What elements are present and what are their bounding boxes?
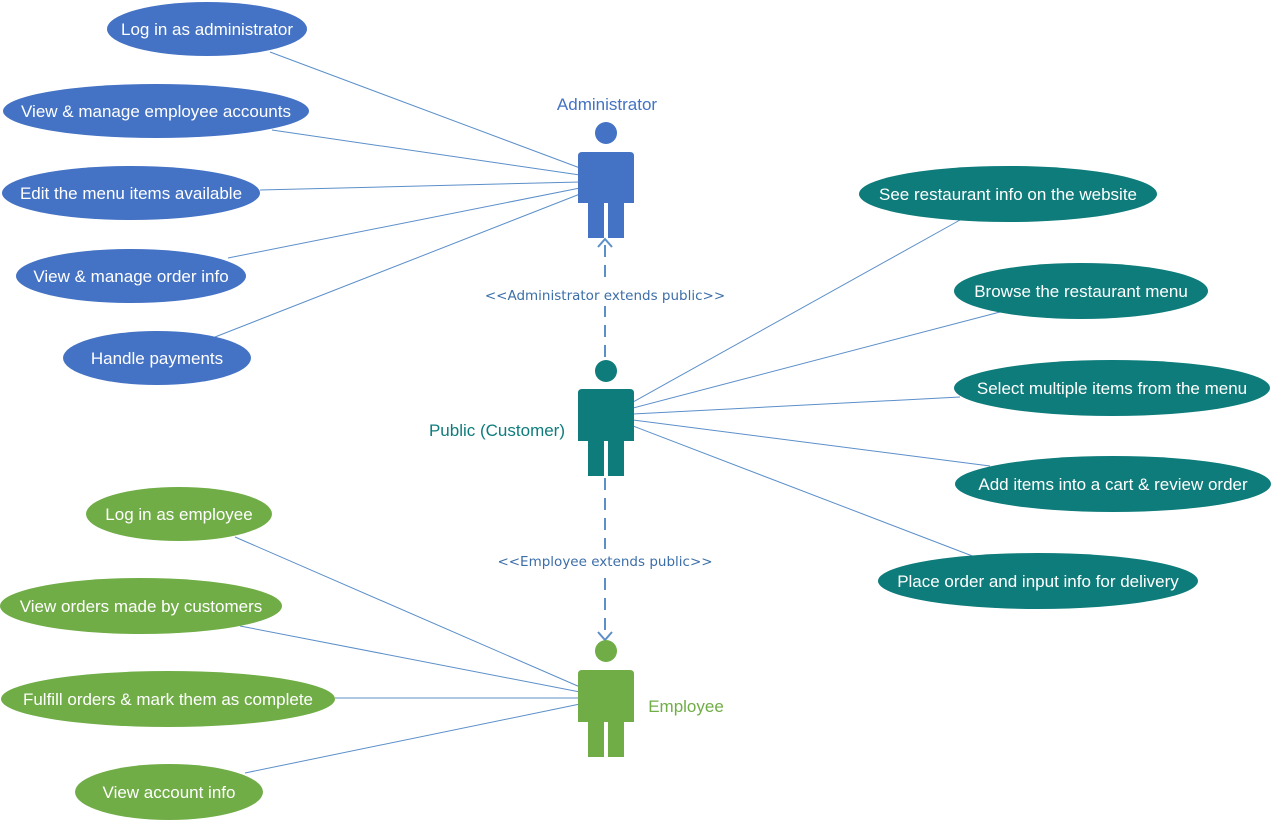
admin-extends-arrowhead [597, 237, 613, 248]
use-case-ellipse[interactable]: Browse the restaurant menu [954, 263, 1208, 319]
use-case-ellipse[interactable]: Log in as administrator [107, 2, 307, 56]
use-case-label: Add items into a cart & review order [978, 475, 1248, 494]
use-case-ellipse[interactable]: View account info [75, 764, 263, 820]
use-case-label: Handle payments [91, 349, 223, 368]
public-label: Public (Customer) [429, 421, 565, 440]
use-case-ellipse[interactable]: Fulfill orders & mark them as complete [1, 671, 335, 727]
use-case-ellipse[interactable]: Log in as employee [86, 487, 272, 541]
employee-use-cases: Log in as employee View orders made by c… [0, 487, 335, 820]
association-line [271, 129, 581, 176]
use-case-label: View & manage order info [33, 267, 228, 286]
association-line [244, 703, 581, 774]
use-case-ellipse[interactable]: Add items into a cart & review order [955, 456, 1271, 512]
employee-label: Employee [648, 697, 724, 716]
association-line [632, 219, 961, 403]
use-case-label: Edit the menu items available [20, 184, 242, 203]
association-line [259, 181, 581, 191]
admin-extends-label: <<Administrator extends public>> [485, 288, 725, 304]
use-case-ellipse[interactable]: Edit the menu items available [2, 166, 260, 220]
use-case-ellipse[interactable]: Handle payments [63, 331, 251, 385]
public-person-icon [578, 360, 634, 476]
use-case-label: Browse the restaurant menu [974, 282, 1188, 301]
association-line [632, 396, 961, 415]
association-line [214, 193, 581, 338]
use-case-ellipse[interactable]: View orders made by customers [0, 578, 282, 634]
association-line [632, 425, 976, 558]
use-case-ellipse[interactable]: See restaurant info on the website [859, 166, 1157, 222]
association-line [234, 536, 581, 688]
use-case-label: Log in as administrator [121, 20, 293, 39]
association-line [239, 625, 581, 693]
administrator-person-icon [578, 122, 634, 238]
use-case-ellipse[interactable]: View & manage employee accounts [3, 84, 309, 138]
employee-extends-arrowhead [597, 631, 613, 642]
employee-actor: Employee [578, 640, 724, 757]
use-case-label: See restaurant info on the website [879, 185, 1137, 204]
association-lines [214, 51, 1001, 774]
association-line [632, 419, 991, 467]
use-case-label: View account info [103, 783, 236, 802]
employee-person-icon [578, 640, 634, 757]
use-case-label: Place order and input info for delivery [897, 572, 1179, 591]
administrator-label: Administrator [557, 95, 657, 114]
extends-relations [597, 237, 613, 642]
association-line [227, 187, 581, 259]
use-case-label: Fulfill orders & mark them as complete [23, 690, 313, 709]
administrator-actor: Administrator [557, 95, 657, 238]
use-case-label: View orders made by customers [20, 597, 263, 616]
use-case-label: View & manage employee accounts [21, 102, 291, 121]
public-actor: Public (Customer) [429, 360, 634, 476]
association-line [269, 51, 581, 169]
use-case-label: Select multiple items from the menu [977, 379, 1247, 398]
employee-extends-label: <<Employee extends public>> [497, 554, 712, 570]
association-line [632, 311, 1001, 409]
use-case-ellipse[interactable]: Select multiple items from the menu [954, 360, 1270, 416]
admin-use-cases: Log in as administrator View & manage em… [2, 2, 309, 385]
use-case-label: Log in as employee [105, 505, 252, 524]
use-case-ellipse[interactable]: Place order and input info for delivery [878, 553, 1198, 609]
use-case-ellipse[interactable]: View & manage order info [16, 249, 246, 303]
public-use-cases: See restaurant info on the website Brows… [859, 166, 1271, 609]
